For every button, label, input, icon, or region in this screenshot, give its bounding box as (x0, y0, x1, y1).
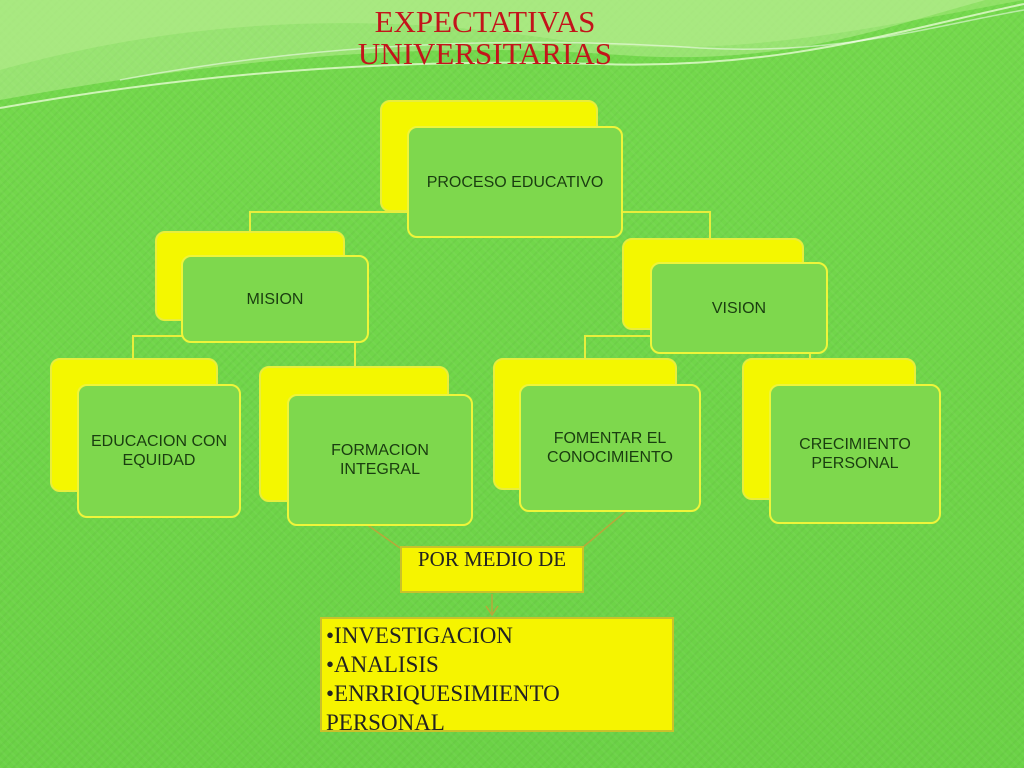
node-label: CRECIMIENTO PERSONAL (769, 384, 941, 524)
list-item: •ENRRIQUESIMIENTO PERSONAL (326, 681, 560, 735)
list-item: •INVESTIGACION (326, 623, 513, 648)
page-title: EXPECTATIVAS UNIVERSITARIAS (357, 4, 613, 71)
node-label: VISION (650, 262, 828, 354)
node-label: FOMENTAR EL CONOCIMIENTO (519, 384, 701, 512)
por-medio-de-box: POR MEDIO DE (400, 546, 584, 593)
methods-list-box: •INVESTIGACION •ANALISIS •ENRRIQUESIMIEN… (320, 617, 674, 735)
node-label: EDUCACION CON EQUIDAD (77, 384, 241, 518)
list-item: •ANALISIS (326, 652, 439, 677)
node-label: PROCESO EDUCATIVO (407, 126, 623, 238)
header-waves (0, 0, 1024, 109)
node-label: MISION (181, 255, 369, 343)
node-label: FORMACION INTEGRAL (287, 394, 473, 526)
